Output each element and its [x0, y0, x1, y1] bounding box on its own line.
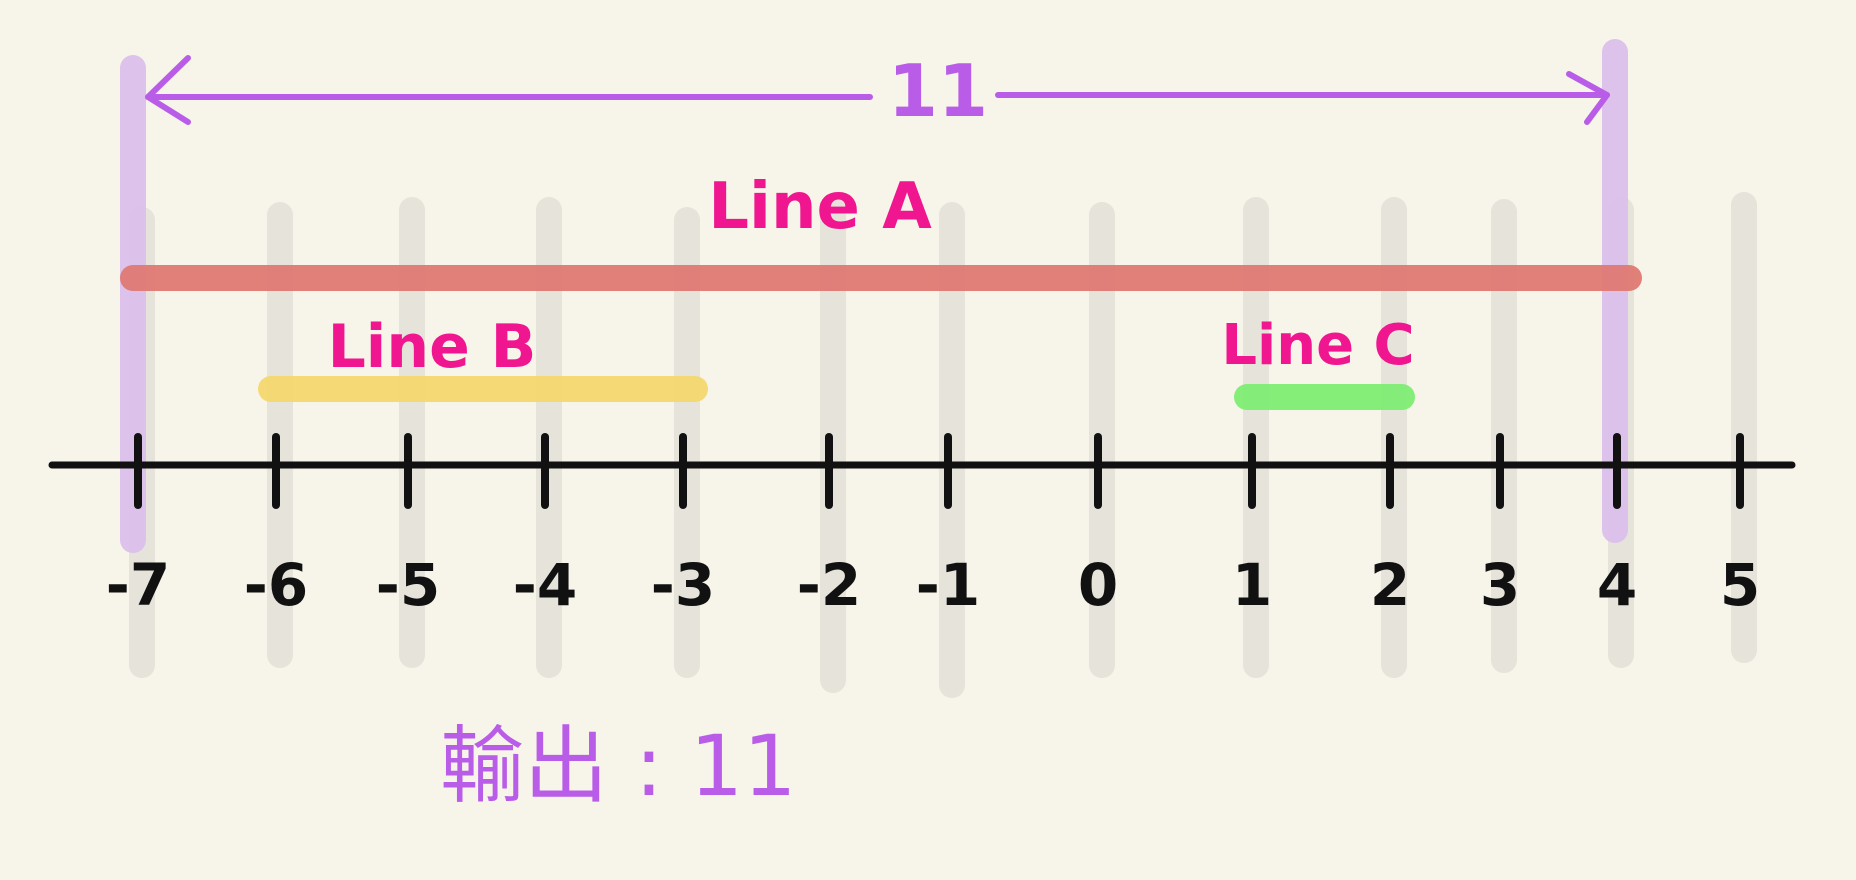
tick-label: 2 — [1370, 551, 1410, 619]
tick-label: -2 — [797, 551, 861, 619]
span-arrow-left-head — [145, 55, 191, 125]
tick-label: -4 — [513, 551, 577, 619]
tick-label: 3 — [1480, 551, 1520, 619]
segment-label-line-b: Line B — [328, 312, 537, 382]
tick-label: 5 — [1720, 551, 1760, 619]
number-line: -7 -6 -5 -4 -3 -2 -1 0 1 2 3 4 5 — [48, 433, 1796, 619]
interval-segments: Line A Line B Line C — [120, 170, 1642, 410]
output-label: 輸出 : 11 — [440, 717, 797, 815]
tick-label: 0 — [1078, 551, 1118, 619]
span-length-label: 11 — [888, 49, 988, 133]
span-arrow-right-head — [1566, 71, 1610, 125]
tick-label: -5 — [376, 551, 440, 619]
tick-label: -1 — [916, 551, 980, 619]
segment-label-line-a: Line A — [708, 170, 932, 244]
tick-label: -7 — [106, 551, 170, 619]
tick-label: -3 — [651, 551, 715, 619]
span-arrow: 11 — [145, 49, 1610, 133]
segment-label-line-c: Line C — [1221, 313, 1414, 378]
tick-label: 1 — [1232, 551, 1272, 619]
tick-label: -6 — [244, 551, 308, 619]
tick-label: 4 — [1597, 551, 1637, 619]
